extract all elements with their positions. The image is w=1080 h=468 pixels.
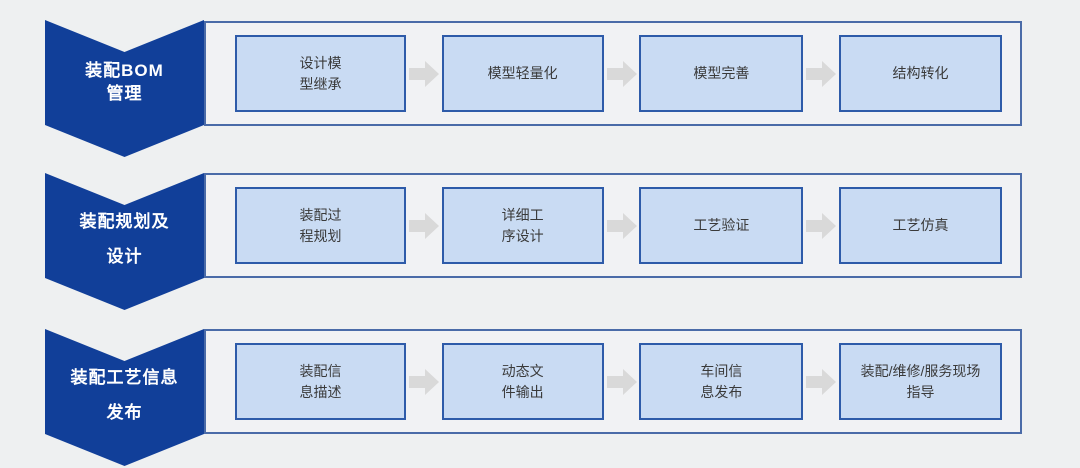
phase-banner-line: 装配工艺信息 bbox=[70, 367, 179, 387]
arrow-gap bbox=[406, 212, 442, 239]
arrow-gap bbox=[406, 368, 442, 395]
chevron-down-banner-shape bbox=[45, 329, 204, 466]
phase-banner-2: 装配规划及 设计 bbox=[45, 173, 204, 310]
flow-step: 结构转化 bbox=[839, 35, 1003, 112]
step-label: 模型完善 bbox=[693, 65, 750, 81]
flow-panel-3: 装配信 息描述 动态文 件输出 车间信 息发布 装配/维修/服务现场 指导 bbox=[204, 329, 1022, 434]
step-label: 装配信 bbox=[299, 362, 342, 379]
flow-step: 装配过 程规划 bbox=[235, 187, 406, 264]
arrow-gap bbox=[604, 368, 640, 395]
flow-step: 模型完善 bbox=[639, 35, 804, 112]
step-label: 装配/维修/服务现场 bbox=[860, 362, 981, 379]
step-label: 车间信 bbox=[700, 362, 743, 379]
flow-panel-2: 装配过 程规划 详细工 序设计 工艺验证 工艺仿真 bbox=[204, 173, 1022, 278]
phase-banner-line: 装配BOM bbox=[85, 60, 164, 80]
flow-step: 装配信 息描述 bbox=[235, 343, 406, 420]
flow-step: 模型轻量化 bbox=[441, 35, 604, 112]
right-arrow-icon bbox=[408, 212, 439, 239]
step-label: 设计模 bbox=[299, 54, 342, 71]
arrow-gap bbox=[604, 60, 640, 87]
right-arrow-icon bbox=[606, 212, 637, 239]
chevron-down-banner-shape bbox=[45, 173, 204, 310]
phase-banner-1: 装配BOM 管理 bbox=[45, 20, 204, 157]
flow-step: 装配/维修/服务现场 指导 bbox=[839, 343, 1003, 420]
right-arrow-icon bbox=[806, 60, 837, 87]
step-label: 序设计 bbox=[501, 227, 544, 244]
right-arrow-icon bbox=[408, 368, 439, 395]
phase-banner-label: 装配BOM 管理 bbox=[45, 13, 204, 150]
step-label: 工艺仿真 bbox=[892, 217, 949, 233]
right-arrow-icon bbox=[806, 368, 837, 395]
arrow-gap bbox=[406, 60, 442, 87]
arrow-gap bbox=[803, 60, 839, 87]
flow-step: 车间信 息发布 bbox=[639, 343, 804, 420]
step-label: 工艺验证 bbox=[693, 217, 750, 233]
phase-banner-line: 装配规划及 bbox=[79, 211, 170, 231]
phase-banner-line: 设计 bbox=[106, 246, 143, 266]
phase-banner-line: 管理 bbox=[106, 83, 143, 103]
phase-banner-3: 装配工艺信息 发布 bbox=[45, 329, 204, 466]
flow-step: 设计模 型继承 bbox=[235, 35, 406, 112]
step-label: 指导 bbox=[906, 383, 935, 400]
chevron-down-banner-shape bbox=[45, 20, 204, 157]
flow-panel-1: 设计模 型继承 模型轻量化 模型完善 结构转化 bbox=[204, 21, 1022, 126]
right-arrow-icon bbox=[606, 368, 637, 395]
phase-banner-label: 装配规划及 设计 bbox=[45, 170, 204, 307]
right-arrow-icon bbox=[606, 60, 637, 87]
step-label: 息发布 bbox=[700, 383, 743, 400]
step-label: 件输出 bbox=[501, 383, 544, 400]
phase-banner-line: 发布 bbox=[106, 402, 143, 422]
arrow-gap bbox=[803, 212, 839, 239]
step-label: 装配过 bbox=[299, 206, 342, 223]
step-label: 详细工 bbox=[501, 206, 544, 223]
flow-step: 工艺仿真 bbox=[839, 187, 1003, 264]
flow-step: 动态文 件输出 bbox=[441, 343, 604, 420]
arrow-gap bbox=[803, 368, 839, 395]
step-label: 结构转化 bbox=[892, 65, 949, 81]
arrow-gap bbox=[604, 212, 640, 239]
right-arrow-icon bbox=[806, 212, 837, 239]
step-label: 模型轻量化 bbox=[487, 65, 558, 81]
step-label: 型继承 bbox=[299, 75, 342, 92]
step-label: 息描述 bbox=[299, 383, 342, 400]
step-label: 程规划 bbox=[299, 227, 342, 244]
phase-banner-label: 装配工艺信息 发布 bbox=[45, 326, 204, 463]
flow-step: 详细工 序设计 bbox=[441, 187, 604, 264]
right-arrow-icon bbox=[408, 60, 439, 87]
step-label: 动态文 bbox=[501, 362, 544, 379]
flow-step: 工艺验证 bbox=[639, 187, 804, 264]
